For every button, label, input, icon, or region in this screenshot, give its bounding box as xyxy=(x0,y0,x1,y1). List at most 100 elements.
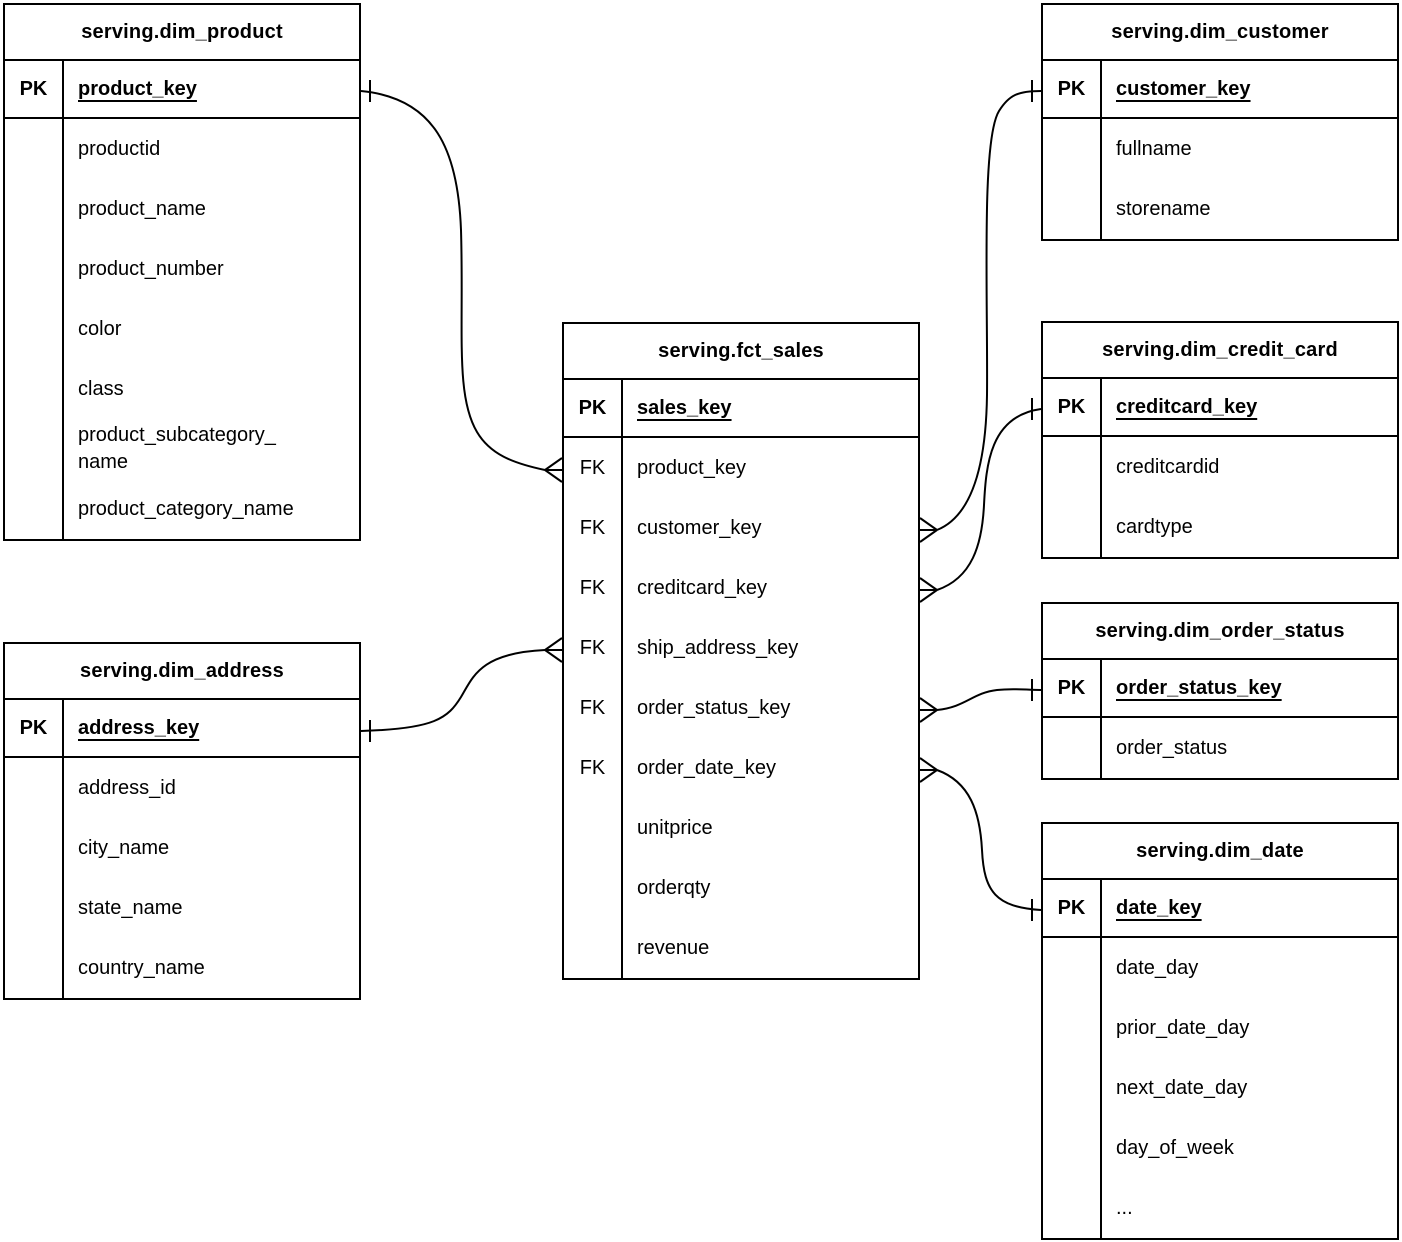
pk-label: PK xyxy=(5,700,64,756)
relationship-line xyxy=(936,769,1042,911)
column-name: product_key xyxy=(637,456,746,479)
relationship-sales-to-order-status xyxy=(919,679,1042,723)
pk-field: customer_key xyxy=(1116,77,1251,100)
table-row: prior_date_day xyxy=(1043,998,1397,1058)
key-label-cell xyxy=(5,299,64,359)
column-name: unitprice xyxy=(637,816,713,839)
table-row: productid xyxy=(5,119,359,179)
relationship-sales-to-date xyxy=(919,757,1042,921)
column-name: order_date_key xyxy=(637,756,776,779)
key-label-cell xyxy=(5,239,64,299)
column-name: order_status xyxy=(1116,736,1228,759)
table-row: FK order_date_key xyxy=(564,738,918,798)
table-row: color xyxy=(5,299,359,359)
table-fct-sales: serving.fct_sales PK sales_key FK produc… xyxy=(562,322,920,980)
column-name: storename xyxy=(1116,197,1211,220)
pk-label: PK xyxy=(564,380,623,436)
table-row: FK customer_key xyxy=(564,498,918,558)
table-dim-order-status: serving.dim_order_status PK order_status… xyxy=(1041,602,1399,780)
fk-label: FK xyxy=(564,498,623,558)
table-row: day_of_week xyxy=(1043,1118,1397,1178)
key-label-cell xyxy=(1043,1118,1102,1178)
column-name: revenue xyxy=(637,936,710,959)
key-label-cell xyxy=(5,359,64,419)
column-name: creditcardid xyxy=(1116,455,1220,478)
column-name: product_number xyxy=(78,257,224,280)
column-name: ... xyxy=(1116,1196,1133,1219)
column-name: product_category_name xyxy=(78,497,294,520)
column-name: country_name xyxy=(78,956,205,979)
pk-row: PK sales_key xyxy=(564,380,918,438)
column-name: prior_date_day xyxy=(1116,1016,1250,1039)
pk-label: PK xyxy=(1043,61,1102,117)
key-label-cell xyxy=(1043,179,1102,239)
column-name: state_name xyxy=(78,896,183,919)
table-row: next_date_day xyxy=(1043,1058,1397,1118)
pk-field: product_key xyxy=(78,77,197,100)
pk-field: sales_key xyxy=(637,396,732,419)
pk-row: PK order_status_key xyxy=(1043,660,1397,718)
key-label-cell xyxy=(5,758,64,818)
relationship-line xyxy=(936,408,1042,591)
table-row: creditcardid xyxy=(1043,437,1397,497)
key-label-cell xyxy=(1043,437,1102,497)
table-row: fullname xyxy=(1043,119,1397,179)
column-name: next_date_day xyxy=(1116,1076,1248,1099)
table-dim-date: serving.dim_date PK date_key date_day pr… xyxy=(1041,822,1399,1240)
many-cardinality-crowfoot-icon xyxy=(919,517,938,543)
table-row: class xyxy=(5,359,359,419)
column-name: creditcard_key xyxy=(637,576,768,599)
key-label-cell xyxy=(1043,1058,1102,1118)
key-label-cell xyxy=(1043,998,1102,1058)
column-name: color xyxy=(78,317,122,340)
key-label-cell xyxy=(5,419,64,479)
many-cardinality-crowfoot-icon xyxy=(544,457,563,483)
relationship-line xyxy=(360,90,546,471)
table-title: serving.dim_date xyxy=(1043,824,1397,880)
relationship-product-to-sales xyxy=(360,80,563,483)
table-row: order_status xyxy=(1043,718,1397,778)
table-row: product_subcategory_ name xyxy=(5,419,359,479)
table-title: serving.dim_customer xyxy=(1043,5,1397,61)
many-cardinality-crowfoot-icon xyxy=(919,697,938,723)
table-title: serving.dim_order_status xyxy=(1043,604,1397,660)
fk-label: FK xyxy=(564,558,623,618)
relationship-line xyxy=(936,688,1042,711)
table-row: product_name xyxy=(5,179,359,239)
key-label-cell xyxy=(5,938,64,998)
column-name: class xyxy=(78,377,124,400)
column-name: date_day xyxy=(1116,956,1199,979)
column-name: product_name xyxy=(78,197,206,220)
table-row: FK product_key xyxy=(564,438,918,498)
table-row: FK creditcard_key xyxy=(564,558,918,618)
many-cardinality-crowfoot-icon xyxy=(544,637,563,663)
pk-row: PK creditcard_key xyxy=(1043,379,1397,437)
pk-field: address_key xyxy=(78,716,200,739)
table-row: product_category_name xyxy=(5,479,359,539)
relationship-address-to-sales xyxy=(360,637,563,742)
column-name: fullname xyxy=(1116,137,1192,160)
many-cardinality-crowfoot-icon xyxy=(919,757,938,783)
key-label-cell xyxy=(5,818,64,878)
key-label-cell xyxy=(5,119,64,179)
column-name: productid xyxy=(78,137,161,160)
table-row: FK ship_address_key xyxy=(564,618,918,678)
fk-label: FK xyxy=(564,618,623,678)
table-title: serving.fct_sales xyxy=(564,324,918,380)
pk-label: PK xyxy=(1043,379,1102,435)
fk-label: FK xyxy=(564,438,623,498)
key-label-cell xyxy=(1043,1178,1102,1238)
column-name: city_name xyxy=(78,836,170,859)
pk-row: PK address_key xyxy=(5,700,359,758)
table-title: serving.dim_product xyxy=(5,5,359,61)
key-label-cell xyxy=(5,479,64,539)
table-dim-customer: serving.dim_customer PK customer_key ful… xyxy=(1041,3,1399,241)
key-label-cell xyxy=(564,918,623,978)
pk-row: PK date_key xyxy=(1043,880,1397,938)
pk-label: PK xyxy=(1043,880,1102,936)
fk-label: FK xyxy=(564,738,623,798)
column-name: product_subcategory_ name xyxy=(78,424,276,473)
pk-row: PK product_key xyxy=(5,61,359,119)
